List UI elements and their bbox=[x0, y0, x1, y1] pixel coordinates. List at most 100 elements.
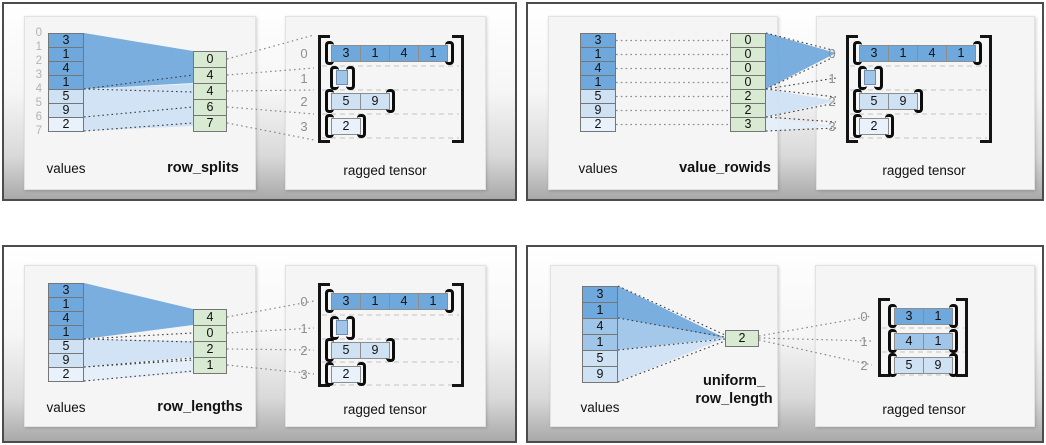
empty-row-cell bbox=[864, 70, 876, 85]
row-bracket-right bbox=[346, 66, 355, 90]
tensor-cell: 9 bbox=[888, 93, 918, 110]
tensor-cell: 9 bbox=[360, 342, 390, 359]
row-splits-cell: 4 bbox=[193, 67, 227, 84]
value-cell: 1 bbox=[48, 325, 84, 340]
funnel-shapes bbox=[84, 283, 193, 381]
rowid-cell: 0 bbox=[730, 75, 766, 90]
row-bracket-left bbox=[888, 353, 897, 377]
value-cell: 9 bbox=[48, 353, 84, 368]
tensor-cell: 3 bbox=[859, 45, 889, 62]
row-bracket-left bbox=[858, 66, 867, 90]
tensor-cell: 2 bbox=[859, 118, 889, 135]
tensor-cell: 9 bbox=[360, 93, 390, 110]
row-splits-cell: 4 bbox=[193, 83, 227, 100]
value-cell: 9 bbox=[580, 103, 616, 118]
tensor-row: 3 1 bbox=[894, 308, 953, 325]
big-bracket-left bbox=[878, 298, 890, 377]
rowid-cell: 3 bbox=[730, 117, 766, 132]
values-column: 3 1 4 1 5 9 2 bbox=[580, 33, 616, 132]
tensor-row: 5 9 bbox=[331, 93, 390, 110]
method-label-line-2: row_length bbox=[695, 391, 773, 407]
value-dotted-lines bbox=[616, 39, 730, 126]
big-bracket-left bbox=[846, 35, 858, 143]
row-index: 1 bbox=[300, 321, 308, 336]
tensor-cell: 5 bbox=[331, 342, 361, 359]
method-label: value_rowids bbox=[679, 160, 771, 176]
tensor-cell: 3 bbox=[894, 308, 924, 325]
tensor-cell: 4 bbox=[389, 293, 419, 310]
row-separator-lines bbox=[322, 314, 459, 386]
values-label: values bbox=[46, 161, 86, 176]
value-cell: 2 bbox=[48, 117, 84, 132]
tensor-cell: 5 bbox=[894, 357, 924, 374]
funnel-dotted-lines bbox=[617, 285, 726, 383]
value-index: 1 bbox=[35, 41, 42, 53]
rowid-cell: 0 bbox=[730, 33, 766, 48]
panel-value-rowids: 3 1 4 1 5 9 2 0 0 0 0 2 2 3 values value… bbox=[526, 2, 1044, 201]
tensor-cell: 9 bbox=[923, 357, 953, 374]
value-cell: 1 bbox=[580, 47, 616, 62]
row-bracket-right bbox=[386, 338, 395, 362]
row-bracket-left bbox=[325, 41, 334, 65]
row-bracket-right bbox=[346, 316, 355, 340]
value-cell: 5 bbox=[582, 350, 618, 367]
panel-row-splits: 0 1 2 3 4 5 6 7 3 1 4 1 5 9 2 0 4 4 6 7 … bbox=[2, 2, 517, 201]
value-cell: 5 bbox=[580, 89, 616, 104]
value-cell: 4 bbox=[48, 61, 84, 76]
value-index: 2 bbox=[35, 55, 42, 67]
row-splits-cell: 7 bbox=[193, 115, 227, 132]
funnel-shapes bbox=[618, 286, 725, 382]
value-cell: 1 bbox=[48, 297, 84, 312]
row-bracket-right bbox=[357, 114, 366, 138]
row-bracket-right bbox=[949, 329, 958, 353]
value-index: 3 bbox=[35, 69, 42, 81]
big-bracket-left bbox=[318, 35, 330, 143]
empty-row-cell bbox=[336, 70, 348, 85]
row-bracket-left bbox=[853, 41, 862, 65]
value-cell: 5 bbox=[48, 89, 84, 104]
values-column: 3 1 4 1 5 9 2 bbox=[48, 33, 84, 132]
row-index: 2 bbox=[860, 358, 868, 373]
row-bracket-right bbox=[445, 41, 454, 65]
tensor-cell: 5 bbox=[859, 93, 889, 110]
tensor-cell: 2 bbox=[331, 118, 361, 135]
tensor-row: 4 1 bbox=[894, 333, 953, 350]
rowid-cell: 2 bbox=[730, 89, 766, 104]
tensor-cell: 1 bbox=[888, 45, 918, 62]
row-connector-lines bbox=[226, 300, 315, 375]
value-cell: 9 bbox=[48, 103, 84, 118]
row-index: 0 bbox=[300, 46, 308, 61]
tensor-cell: 5 bbox=[331, 93, 361, 110]
row-bracket-left bbox=[888, 329, 897, 353]
value-cell: 5 bbox=[48, 339, 84, 354]
value-index: 5 bbox=[35, 97, 42, 109]
tensor-row: 2 bbox=[331, 366, 361, 383]
row-separator-lines bbox=[322, 65, 459, 139]
row-length-cell: 4 bbox=[193, 309, 227, 326]
big-bracket-right bbox=[452, 283, 464, 387]
row-bracket-left bbox=[325, 362, 334, 386]
big-bracket-right bbox=[452, 35, 464, 143]
values-label: values bbox=[578, 161, 618, 176]
connector-overlay bbox=[83, 283, 459, 386]
rowid-cell: 2 bbox=[730, 103, 766, 118]
row-bracket-left bbox=[330, 66, 339, 90]
row-bracket-left bbox=[325, 114, 334, 138]
tensor-row: 2 bbox=[331, 118, 361, 135]
row-splits-cell: 0 bbox=[193, 51, 227, 68]
row-index: 1 bbox=[860, 334, 868, 349]
row-bracket-left bbox=[330, 316, 339, 340]
rowid-cell: 0 bbox=[730, 61, 766, 76]
row-index: 0 bbox=[860, 309, 868, 324]
value-cell: 1 bbox=[582, 302, 618, 319]
row-bracket-right bbox=[357, 362, 366, 386]
value-cell: 4 bbox=[580, 61, 616, 76]
row-length-cell: 0 bbox=[193, 325, 227, 342]
panel-uniform-row-length: 3 1 4 1 5 9 2 values uniform_ row_length… bbox=[526, 245, 1044, 443]
row-bracket-right bbox=[949, 353, 958, 377]
tensor-row: 5 9 bbox=[331, 342, 390, 359]
value-index: 4 bbox=[35, 83, 42, 95]
funnel-shapes bbox=[766, 33, 836, 131]
row-bracket-left bbox=[325, 289, 334, 313]
